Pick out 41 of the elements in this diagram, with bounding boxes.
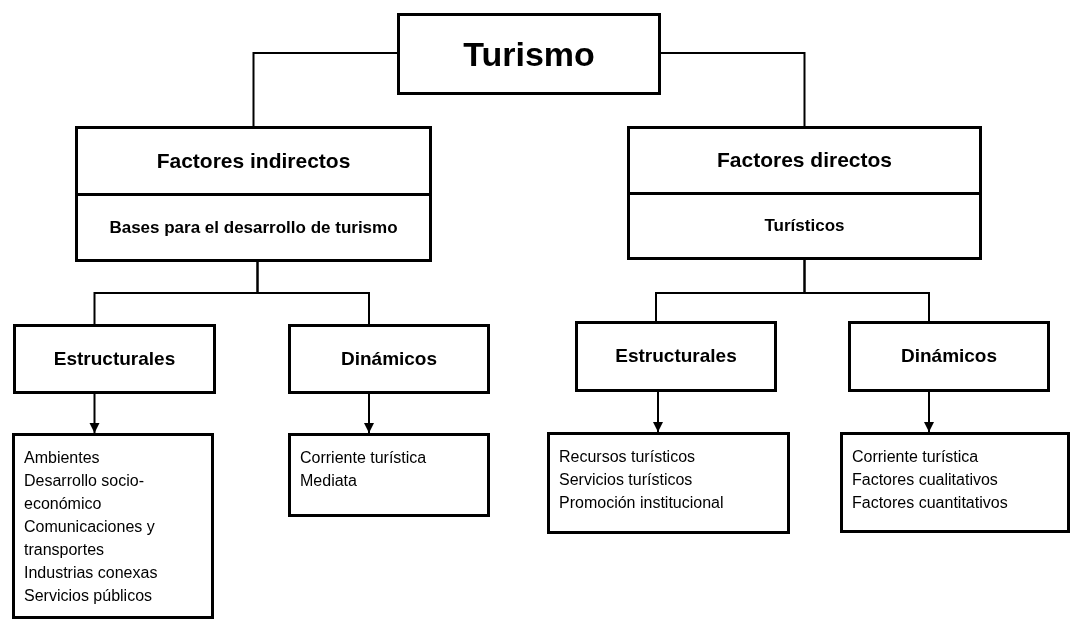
list-item: Recursos turísticos: [559, 447, 696, 467]
connector-line: [256, 261, 370, 325]
category-box: [575, 321, 777, 392]
title-box: [397, 13, 661, 95]
list-item: Mediata: [300, 471, 357, 491]
list-item: Promoción institucional: [559, 493, 724, 513]
arrow: [653, 391, 663, 433]
list-item: Comunicaciones y transportes: [24, 517, 156, 560]
factor-box: [75, 126, 432, 262]
node-subheading: Turísticos: [764, 215, 845, 237]
list-item: Servicios públicos: [24, 586, 153, 606]
list-item: Factores cuantitativos: [852, 493, 1008, 513]
category-box: [13, 324, 216, 394]
list-box: [840, 432, 1070, 533]
list-item: Desarrollo socio-económico: [24, 471, 146, 514]
node-label: Estructurales: [53, 346, 176, 371]
list-item: Corriente turística: [300, 448, 427, 468]
arrow: [89, 393, 100, 434]
node-title: Turismo: [463, 33, 595, 75]
list-box: [547, 432, 790, 534]
list-item: Corriente turística: [852, 447, 979, 467]
node-label: Dinámicos: [900, 344, 998, 369]
arrow: [364, 393, 374, 434]
category-box: [848, 321, 1050, 392]
connector-line: [660, 52, 806, 127]
node-label: Estructurales: [615, 344, 737, 369]
list-item: Factores cualitativos: [852, 470, 998, 490]
list-box: [288, 433, 490, 517]
list-box: [12, 433, 214, 619]
connector-line: [803, 259, 930, 322]
list-item: Ambientes: [24, 448, 100, 468]
node-heading: Factores directos: [716, 147, 893, 174]
node-subheading: Bases para el desarrollo de turismo: [109, 216, 398, 238]
node-label: Dinámicos: [340, 346, 438, 371]
list-item: Industrias conexas: [24, 563, 158, 583]
list-item: Servicios turísticos: [559, 470, 693, 490]
arrow: [924, 391, 934, 433]
category-box: [288, 324, 490, 394]
factor-box: [627, 126, 982, 260]
node-heading: Factores indirectos: [156, 147, 351, 174]
connector-line: [252, 52, 398, 127]
